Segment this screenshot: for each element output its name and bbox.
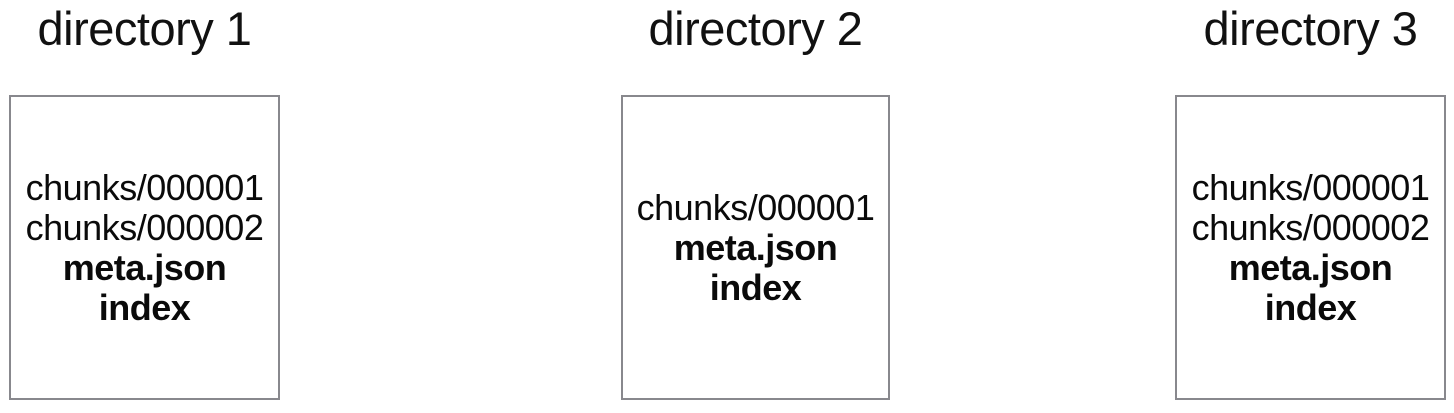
file-entry: index [98, 286, 191, 328]
file-entry: meta.json [1228, 246, 1393, 288]
directory-title: directory 2 [648, 2, 863, 55]
file-entry: meta.json [62, 246, 227, 288]
file-entry: chunks/000001 [1191, 166, 1430, 208]
file-entry: meta.json [673, 226, 838, 268]
file-entry: index [1264, 286, 1357, 328]
file-entry: chunks/000002 [1191, 206, 1430, 248]
file-entry: chunks/000002 [25, 206, 264, 248]
file-entry: chunks/000001 [636, 186, 875, 228]
directory-title: directory 1 [37, 2, 252, 55]
file-entry: index [709, 266, 802, 308]
file-entry: chunks/000001 [25, 166, 264, 208]
directory-title: directory 3 [1203, 2, 1418, 55]
